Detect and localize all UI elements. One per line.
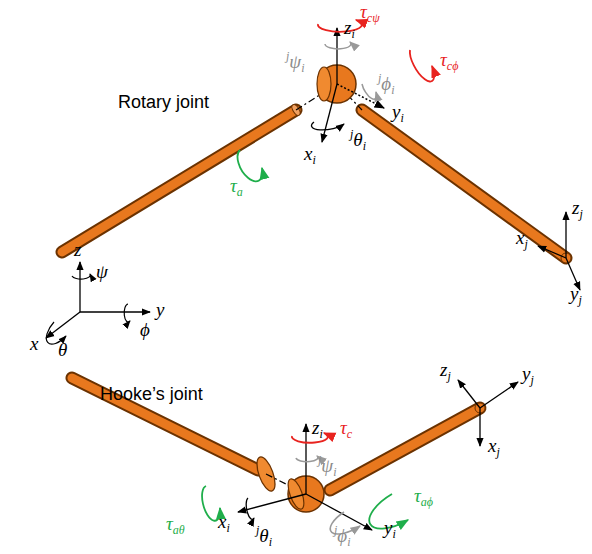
torque-label: τaϕ [414,486,433,509]
axis-label: x [30,334,38,355]
link-rod [362,110,566,258]
rotation-arrow [72,274,90,279]
torque-label: τc [340,418,352,441]
joint-title: Rotary joint [118,92,209,113]
rotation-arrow [410,50,434,82]
rotation-arrow [238,150,263,181]
axis-label: xj [516,228,528,251]
hookes-joint [72,378,518,534]
torque-label: τcϕ [440,50,458,73]
axis-label: zi [344,18,355,41]
angle-label: jψi [318,454,337,479]
rotation-arrow [296,456,318,462]
link-rod [330,408,480,490]
y-axis [306,494,372,530]
axis-label: yi [384,518,396,541]
link-rod [72,378,258,470]
torque-label: τcψ [360,2,380,25]
rotation-arrow [325,42,351,49]
angle-label: jϕi [378,72,395,97]
axis-label: xi [304,144,316,167]
axis-label: yj [570,284,582,307]
joint-title: Hooke’s joint [100,384,203,405]
axis-label: y [156,300,164,321]
axis-label: z [74,240,81,261]
rotation-arrow [202,486,220,521]
y-axis [80,311,150,312]
z-axis [458,380,480,408]
angle-label: ψ [96,262,108,283]
z-axis [305,424,306,494]
rotation-arrow [318,20,362,32]
axis-label: xi [218,512,230,535]
x-axis [479,408,480,446]
angle-label: jϕi [334,524,351,549]
world-frame [46,262,150,344]
x-axis [538,246,566,258]
y-axis [337,84,384,108]
angle-label: jψi [286,50,305,75]
link-rod [62,110,296,252]
z-axis [336,28,337,84]
rotation-arrow [312,122,344,130]
joint-disk [317,67,331,101]
torque-label: τa [230,176,243,199]
rotation-arrow [124,304,130,322]
axis-label: zj [572,198,583,221]
axis-label: zi [312,418,323,441]
torque-label: τaθ [166,514,185,537]
axis-label: zj [440,360,451,383]
axis-label: yj [522,364,534,387]
angle-label: ϕ [140,320,150,341]
link-rod [72,378,258,470]
axis-label: yi [392,102,404,125]
link-rod [330,408,480,490]
z-axis [79,262,80,312]
y-axis [480,382,518,408]
x-axis [322,84,337,142]
z-axis [565,212,566,258]
rotation-arrow [246,498,254,519]
axis-label: xj [488,436,500,459]
link-rod [62,110,296,252]
angle-label: jθi [350,128,366,153]
x-axis [238,494,306,512]
angle-label: jθi [256,524,272,549]
rotary-joint [62,20,580,290]
rotation-arrow [362,84,377,99]
link-rod [362,110,566,258]
angle-label: θ [58,340,67,361]
